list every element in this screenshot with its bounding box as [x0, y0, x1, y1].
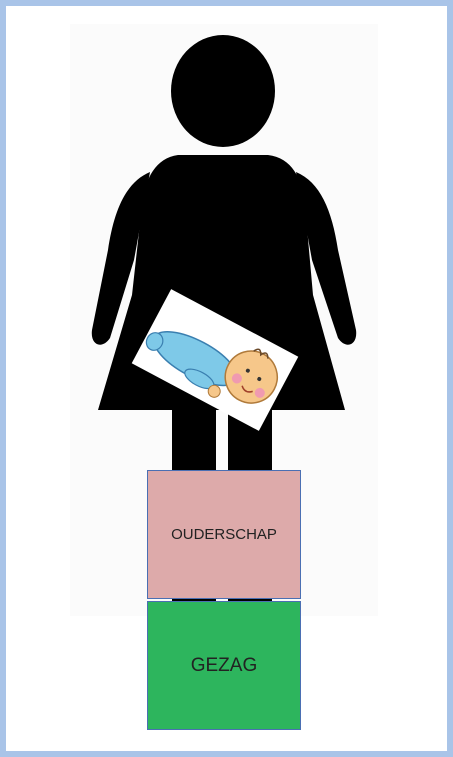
gezag-box: GEZAG: [147, 601, 301, 730]
ouderschap-label: OUDERSCHAP: [171, 526, 277, 543]
ouderschap-box: OUDERSCHAP: [147, 470, 301, 599]
gezag-label: GEZAG: [191, 655, 258, 677]
silhouette-head: [171, 35, 275, 147]
